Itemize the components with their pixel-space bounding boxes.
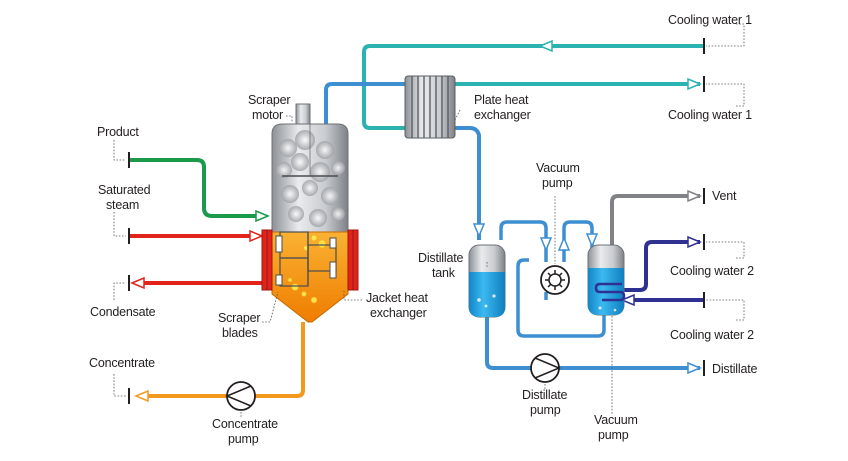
label-concentrate: Concentrate bbox=[89, 356, 155, 370]
label-vent: Vent bbox=[712, 189, 737, 203]
cooling-water-1-line bbox=[362, 44, 703, 130]
product-line bbox=[130, 158, 262, 218]
label-distillate: Distillate bbox=[712, 362, 757, 376]
concentrate-line bbox=[140, 322, 305, 398]
distillate-line bbox=[485, 316, 700, 370]
label-condensate: Condensate bbox=[90, 305, 156, 319]
flow-arrows bbox=[130, 39, 702, 403]
scraped-surface-evaporator bbox=[261, 103, 359, 323]
label-cooling-water-1-out: Cooling water 1 bbox=[668, 108, 752, 122]
jacket-heat-exchanger bbox=[261, 229, 359, 291]
vacuum-condenser-vessel bbox=[587, 244, 626, 316]
concentrate-pump-symbol bbox=[225, 381, 256, 411]
line-terminals bbox=[128, 38, 705, 404]
cooling-coil bbox=[594, 282, 626, 302]
distillate-tank bbox=[468, 244, 506, 318]
label-leaders bbox=[113, 23, 745, 418]
vacuum-loop-line bbox=[499, 220, 606, 338]
vapour-line bbox=[324, 82, 481, 240]
vent-line bbox=[610, 194, 700, 246]
label-cooling-water-2-in: Cooling water 2 bbox=[670, 328, 754, 342]
distillate-pump-symbol bbox=[530, 353, 561, 383]
label-product: Product bbox=[97, 125, 139, 139]
label-cooling-water-2-out: Cooling water 2 bbox=[670, 264, 754, 278]
label-cooling-water-1-in: Cooling water 1 bbox=[668, 13, 752, 27]
plate-heat-exchanger bbox=[404, 75, 456, 139]
vacuum-pump-symbol bbox=[540, 265, 570, 295]
